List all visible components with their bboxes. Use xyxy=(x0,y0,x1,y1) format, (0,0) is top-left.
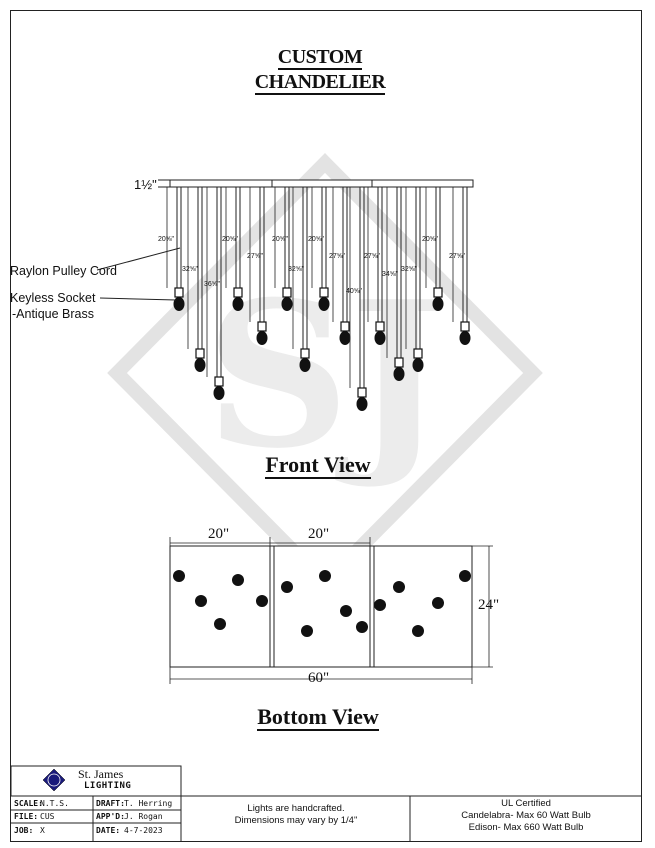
front-view-label: Front View xyxy=(265,452,371,479)
drawing-title-line1: CUSTOM xyxy=(277,46,363,70)
bottom-view-label: Bottom View xyxy=(257,704,379,731)
drop-length-label: 20⅝" xyxy=(158,236,175,243)
pendant-position xyxy=(214,618,226,630)
drawing-title-line2: CHANDELIER xyxy=(254,71,386,95)
bulb xyxy=(393,367,405,381)
date-label: DATE: xyxy=(96,826,121,835)
company-subname: LIGHTING xyxy=(84,781,132,791)
draft-value: T. Herring xyxy=(124,799,173,808)
notes: Lights are handcrafted. Dimensions may v… xyxy=(186,803,406,827)
drop-length-label: 32⅝" xyxy=(182,266,199,273)
bulb xyxy=(299,358,311,372)
socket-callout-line2: -Antique Brass xyxy=(12,307,94,321)
drop-length-label: 34⅝" xyxy=(382,271,399,278)
bulb xyxy=(173,297,185,311)
drop-length-label: 27⅝" xyxy=(247,253,264,260)
draft-label: DRAFT: xyxy=(96,799,125,808)
drop-length-label: 32⅝" xyxy=(288,266,305,273)
pendant-position xyxy=(319,570,331,582)
bulb xyxy=(374,331,386,345)
drop-length-label: 32⅝" xyxy=(401,266,418,273)
drop-length-label: 40⅝" xyxy=(346,288,363,295)
sheet-border xyxy=(10,10,642,842)
notes-line1: Lights are handcrafted. xyxy=(247,803,345,814)
dim-total-width: 60" xyxy=(308,670,330,686)
file-label: FILE: xyxy=(14,812,39,821)
bulb xyxy=(339,331,351,345)
drop-length-label: 27⅝" xyxy=(449,253,466,260)
drop-length-label: 27⅝" xyxy=(329,253,346,260)
pendant-position xyxy=(281,581,293,593)
canopy-height-label: 1½" xyxy=(134,177,157,192)
socket-callout-line1: Keyless Socket xyxy=(10,291,96,305)
drop-length-label: 20⅝" xyxy=(272,236,289,243)
certification: UL Certified Candelabra- Max 60 Watt Bul… xyxy=(414,798,638,834)
bulb xyxy=(194,358,206,372)
drop-length-label: 20⅝" xyxy=(308,236,325,243)
canopy-outline xyxy=(169,545,473,668)
pendant-position xyxy=(340,605,352,617)
scale-label: SCALE: xyxy=(14,799,43,808)
bulb xyxy=(281,297,293,311)
cord-callout: Raylon Pulley Cord xyxy=(10,264,117,278)
cert-line3: Edison- Max 660 Watt Bulb xyxy=(468,822,584,833)
pendant-position xyxy=(232,574,244,586)
dim-section-1: 20" xyxy=(208,526,230,542)
scale-value: N.T.S. xyxy=(40,799,69,808)
cert-line2: Candelabra- Max 60 Watt Bulb xyxy=(461,810,591,821)
pendant-position xyxy=(412,625,424,637)
pendant-position xyxy=(356,621,368,633)
socket-leader xyxy=(99,297,177,301)
dim-depth: 24" xyxy=(478,597,500,613)
job-value: X xyxy=(40,826,45,835)
appd-label: APP'D: xyxy=(96,812,125,821)
bulb xyxy=(213,386,225,400)
drop-length-label: 27⅝" xyxy=(364,253,381,260)
cert-line1: UL Certified xyxy=(501,798,551,809)
pendant-position xyxy=(256,595,268,607)
bulb xyxy=(256,331,268,345)
file-value: CUS xyxy=(40,812,55,821)
bulb xyxy=(318,297,330,311)
pendant-position xyxy=(393,581,405,593)
pendant-position xyxy=(432,597,444,609)
pendant-position xyxy=(459,570,471,582)
bulb xyxy=(432,297,444,311)
bulb xyxy=(459,331,471,345)
appd-value: J. Rogan xyxy=(124,812,163,821)
bulb xyxy=(232,297,244,311)
dim-section-2: 20" xyxy=(308,526,330,542)
pendant-position xyxy=(374,599,386,611)
pendant-position xyxy=(195,595,207,607)
drop-length-label: 36⅝" xyxy=(204,281,221,288)
pendant-position xyxy=(173,570,185,582)
pendant-position xyxy=(301,625,313,637)
job-label: JOB: xyxy=(14,826,34,835)
drop-length-label: 20⅝" xyxy=(422,236,439,243)
company-logo xyxy=(42,768,66,792)
drop-length-label: 20⅝" xyxy=(222,236,239,243)
bulb xyxy=(412,358,424,372)
bulb xyxy=(356,397,368,411)
notes-line2: Dimensions may vary by 1/4" xyxy=(234,815,358,826)
cord-leader xyxy=(96,247,181,271)
date-value: 4-7-2023 xyxy=(124,826,163,835)
company-name: St. James xyxy=(78,767,124,781)
